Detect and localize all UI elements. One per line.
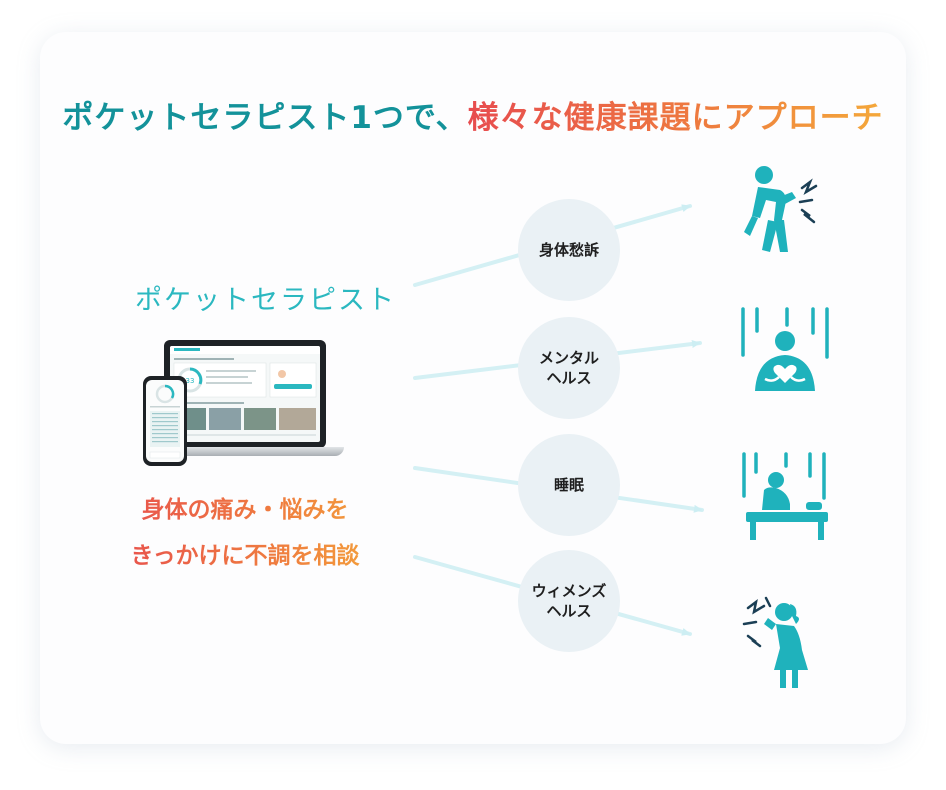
device-mockup: 33 xyxy=(140,340,345,466)
phone-screen-illustration xyxy=(149,384,181,459)
heart-hugging-person-icon xyxy=(741,307,829,391)
topic-label: 睡眠 xyxy=(553,476,584,494)
topic-label: ウィメンズ ヘルス xyxy=(531,582,607,620)
phone-app-screen xyxy=(146,380,184,462)
headline-highlight: 様々な健康課題にアプローチ xyxy=(467,100,884,136)
sleeping-person-icon xyxy=(742,452,828,540)
topic-bubble-sleep: 睡眠 xyxy=(518,434,620,536)
laptop-screen: 33 xyxy=(164,340,326,448)
topic-label: メンタル ヘルス xyxy=(538,349,599,387)
topic-bubble-mental-health: メンタル ヘルス xyxy=(518,317,620,419)
app-screen-illustration: 33 xyxy=(170,346,320,436)
subcopy: 身体の痛み・悩みを きっかけに不調を相談 xyxy=(95,487,395,579)
topic-label: 身体愁訴 xyxy=(538,241,599,259)
headline-prefix: ポケットセラピスト1つで、 xyxy=(62,100,468,136)
laptop-base xyxy=(148,447,344,456)
headline: ポケットセラピスト1つで、様々な健康課題にアプローチ xyxy=(0,92,946,137)
laptop-app-screen: 33 xyxy=(170,346,320,442)
topic-bubble-body-complaints: 身体愁訴 xyxy=(518,199,620,301)
topic-bubble-womens-health: ウィメンズ ヘルス xyxy=(518,550,620,652)
progress-value-text: 33 xyxy=(186,377,195,385)
woman-headache-icon xyxy=(742,596,808,688)
subcopy-line-1: 身体の痛み・悩みを xyxy=(95,487,395,533)
subcopy-line-2: きっかけに不調を相談 xyxy=(95,533,395,579)
smartphone xyxy=(143,376,187,466)
back-pain-person-icon xyxy=(744,166,818,252)
